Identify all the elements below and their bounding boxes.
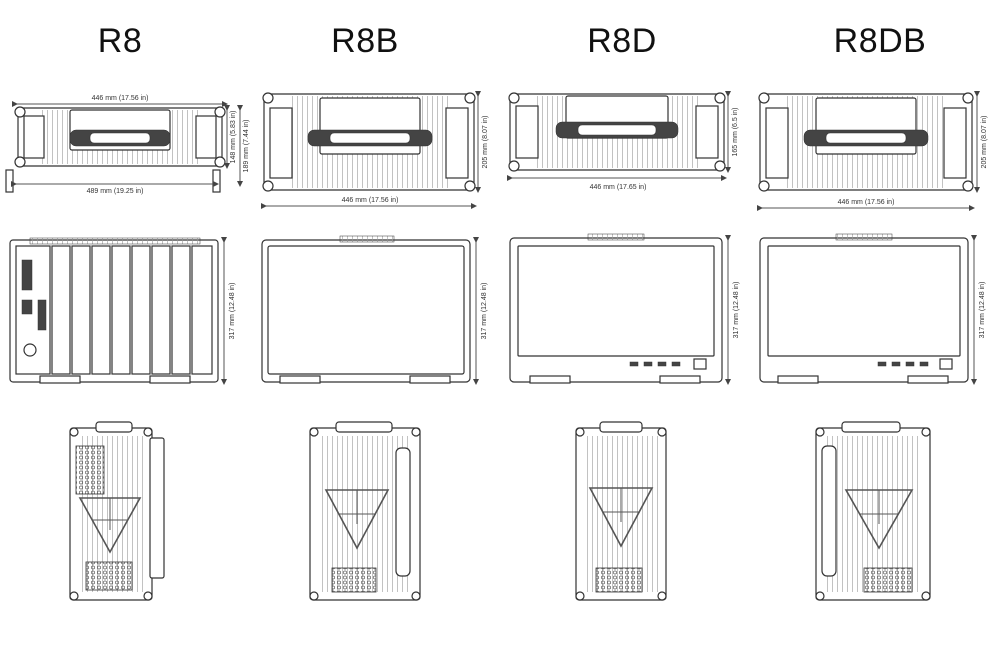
r8db-rear-view	[815, 421, 931, 601]
model-title-r8d: R8D	[587, 22, 657, 60]
r8-front-view: 317 mm (12.48 in)	[9, 237, 236, 385]
r8d-front-height-dimension: 317 mm (12.48 in)	[733, 282, 740, 339]
r8-height-dimension-1: 148 mm (5.83 in)	[230, 111, 237, 164]
r8d-width-dimension: 446 mm (17.65 in)	[590, 184, 647, 191]
r8db-front-height-dimension: 317 mm (12.48 in)	[979, 282, 986, 339]
r8b-width-dimension: 446 mm (17.56 in)	[342, 197, 399, 204]
r8-front-height-dimension: 317 mm (12.48 in)	[229, 283, 236, 340]
r8db-height-dimension: 205 mm (8.07 in)	[981, 116, 988, 169]
r8-top-view: 446 mm (17.56 in) 489 mm (19.25 in) 148 …	[5, 95, 250, 195]
r8b-height-dimension: 205 mm (8.07 in)	[482, 116, 489, 169]
r8d-height-dimension: 165 mm (6.5 in)	[732, 107, 739, 156]
r8-depth-dimension: 489 mm (19.25 in)	[87, 188, 144, 195]
model-title-r8b: R8B	[331, 22, 399, 60]
r8-rear-view	[69, 421, 165, 601]
r8d-rear-view	[575, 421, 667, 601]
r8b-top-view: 446 mm (17.56 in) 205 mm (8.07 in)	[261, 91, 489, 209]
r8b-front-height-dimension: 317 mm (12.48 in)	[481, 283, 488, 340]
model-title-r8: R8	[97, 22, 143, 60]
r8b-rear-view	[309, 421, 421, 601]
r8b-front-view: 317 mm (12.48 in)	[261, 235, 488, 385]
model-title-r8db: R8DB	[833, 22, 927, 60]
r8d-top-view: 446 mm (17.65 in) 165 mm (6.5 in)	[507, 91, 739, 191]
r8-width-dimension: 446 mm (17.56 in)	[92, 95, 149, 102]
r8-height-dimension-2: 189 mm (7.44 in)	[243, 120, 250, 173]
r8db-width-dimension: 446 mm (17.56 in)	[838, 199, 895, 206]
r8db-top-view: 446 mm (17.56 in) 205 mm (8.07 in)	[757, 91, 988, 211]
r8d-front-view: 317 mm (12.48 in)	[509, 233, 740, 385]
r8db-front-view: 317 mm (12.48 in)	[759, 233, 986, 385]
